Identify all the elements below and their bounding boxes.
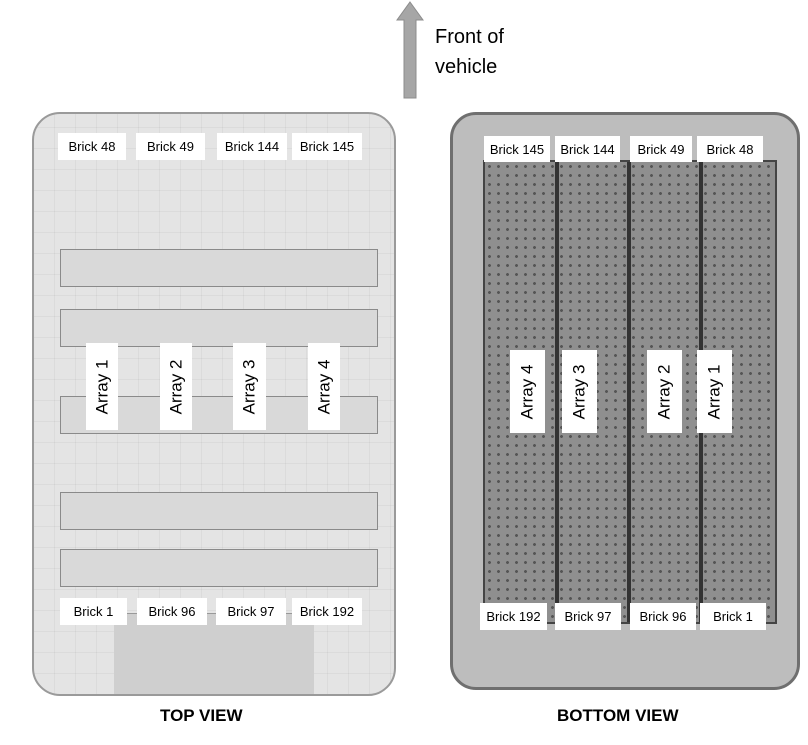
array-label: Array 3 — [233, 343, 266, 430]
connector-area — [114, 613, 314, 694]
module-band — [60, 492, 378, 530]
brick-label: Brick 97 — [555, 603, 621, 630]
brick-label: Brick 144 — [555, 136, 620, 162]
module-band — [60, 249, 378, 287]
array-text: Array 1 — [92, 359, 112, 414]
brick-label: Brick 144 — [217, 133, 287, 160]
brick-label: Brick 48 — [58, 133, 126, 160]
front-label-line1: Front of — [435, 26, 504, 48]
brick-label: Brick 1 — [700, 603, 766, 630]
array-label: Array 2 — [647, 350, 682, 433]
array-text: Array 3 — [239, 359, 259, 414]
brick-label: Brick 192 — [480, 603, 547, 630]
array-text: Array 4 — [314, 359, 334, 414]
module-band — [60, 549, 378, 587]
brick-label: Brick 97 — [216, 598, 286, 625]
brick-label: Brick 49 — [630, 136, 692, 162]
array-label: Array 2 — [160, 343, 192, 430]
brick-label: Brick 1 — [60, 598, 127, 625]
array-text: Array 1 — [704, 364, 724, 419]
top-view-caption: TOP VIEW — [160, 706, 243, 725]
array-label: Array 4 — [510, 350, 545, 433]
brick-label: Brick 145 — [484, 136, 550, 162]
bottom-view-caption: BOTTOM VIEW — [557, 706, 679, 725]
brick-label: Brick 96 — [630, 603, 696, 630]
array-text: Array 4 — [517, 364, 537, 419]
array-label: Array 4 — [308, 343, 340, 430]
array-label: Array 1 — [697, 350, 732, 433]
module-band — [60, 309, 378, 347]
front-arrow-icon — [396, 1, 424, 99]
brick-label: Brick 192 — [292, 598, 362, 625]
brick-label: Brick 145 — [292, 133, 362, 160]
array-label: Array 1 — [86, 343, 118, 430]
array-label: Array 3 — [562, 350, 597, 433]
brick-label: Brick 48 — [697, 136, 763, 162]
array-text: Array 2 — [654, 364, 674, 419]
brick-label: Brick 96 — [137, 598, 207, 625]
front-of-vehicle-label: Front of vehicle — [435, 22, 504, 82]
array-text: Array 2 — [166, 359, 186, 414]
brick-label: Brick 49 — [136, 133, 205, 160]
array-text: Array 3 — [569, 364, 589, 419]
front-label-line2: vehicle — [435, 56, 498, 78]
